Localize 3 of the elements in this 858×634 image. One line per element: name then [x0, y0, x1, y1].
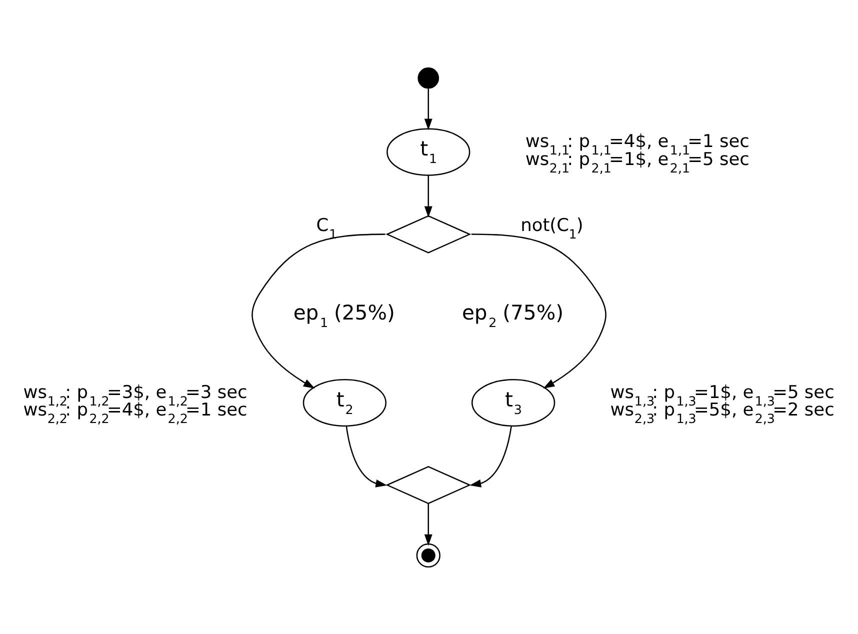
label: ep$_{2}$ (75%)	[462, 300, 564, 330]
edge-label: not(C$_{1}$)	[520, 216, 584, 242]
label: ep$_{1}$ (25%)	[293, 300, 395, 330]
